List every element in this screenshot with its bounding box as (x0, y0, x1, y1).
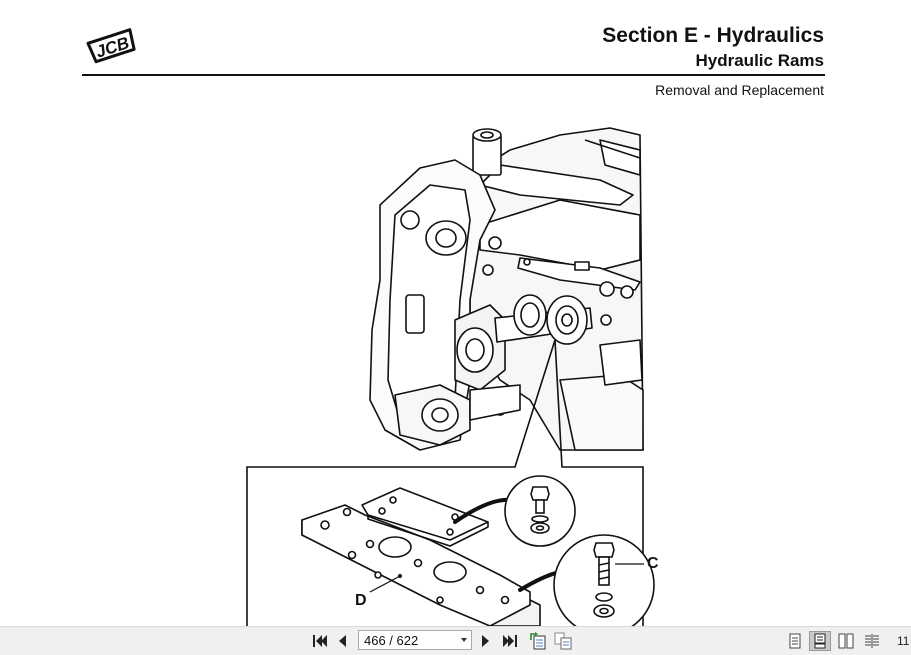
header-rule (82, 74, 825, 76)
next-page-button[interactable] (478, 631, 494, 651)
callout-d: D (355, 592, 367, 609)
triangle-right-icon (482, 635, 489, 647)
document-page: JCB Section E - Hydraulics Hydraulic Ram… (82, 24, 825, 626)
continuous-view-button[interactable] (809, 631, 831, 651)
skip-back-icon (313, 635, 327, 647)
page-selector[interactable]: 466 / 622 (358, 630, 472, 650)
rotate-page-icon (530, 632, 546, 650)
hydraulic-ram-illustration (246, 127, 655, 626)
jcb-logo: JCB (86, 28, 136, 64)
thumbnails-button[interactable] (553, 631, 573, 651)
topic-title: Removal and Replacement (655, 82, 824, 98)
prev-page-button[interactable] (334, 631, 350, 651)
chevron-down-icon (461, 638, 467, 642)
triangle-left-icon (339, 635, 346, 647)
skip-forward-icon (503, 635, 517, 647)
two-page-view-button[interactable] (836, 631, 856, 651)
two-page-continuous-icon (865, 634, 879, 648)
rotate-page-button[interactable] (528, 631, 548, 651)
single-page-view-button[interactable] (786, 631, 804, 651)
single-page-icon (789, 633, 801, 649)
viewer-toolbar: 466 / 622 (0, 626, 911, 655)
two-page-continuous-view-button[interactable] (862, 631, 882, 651)
callout-c: C (647, 555, 659, 572)
page-indicator: 466 / 622 (364, 632, 419, 648)
last-page-button[interactable] (500, 631, 520, 651)
zoom-level[interactable]: 11 (897, 634, 910, 648)
subsection-title: Hydraulic Rams (695, 51, 825, 70)
continuous-page-icon (814, 633, 826, 649)
first-page-button[interactable] (310, 631, 330, 651)
section-title: Section E - Hydraulics (602, 24, 824, 47)
thumbnails-icon (554, 632, 572, 650)
two-page-icon (838, 633, 854, 649)
